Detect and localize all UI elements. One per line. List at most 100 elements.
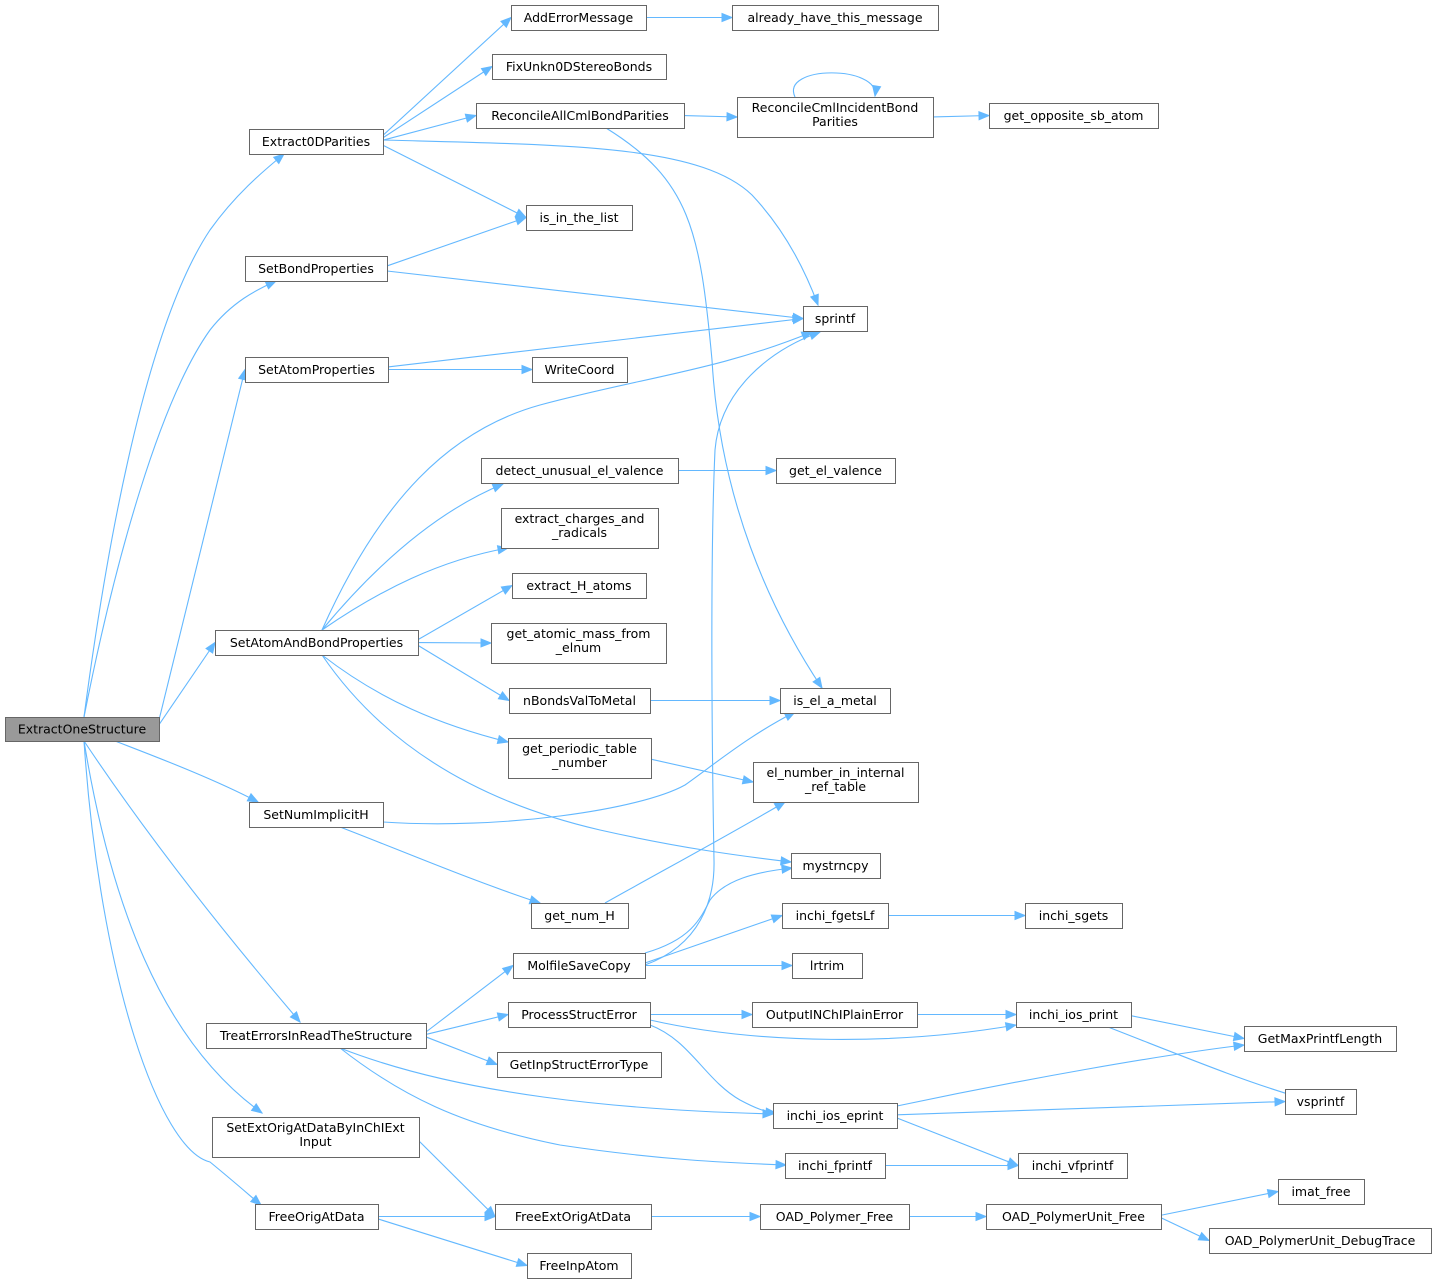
edge-extract-one-structure-to-set-atom-and-bond-properties (158, 641, 216, 725)
node-box (782, 903, 889, 929)
edge-line (83, 153, 285, 718)
node-already-have-this-message[interactable]: already_have_this_message (732, 5, 939, 31)
node-is-el-a-metal[interactable]: is_el_a_metal (780, 688, 891, 714)
node-box (501, 508, 659, 549)
node-n-bonds-val-to-metal[interactable]: nBondsValToMetal (509, 688, 651, 714)
node-extract0-dparities[interactable]: Extract0DParities (249, 129, 384, 155)
node-inchi-fprintf[interactable]: inchi_fprintf (785, 1153, 886, 1179)
node-get-atomic-mass-from-elnum[interactable]: get_atomic_mass_from_elnum (491, 623, 667, 664)
edge-reconcile-all-cml-bond-parities-to-is-el-a-metal (605, 127, 823, 690)
node-process-struct-error[interactable]: ProcessStructError (508, 1002, 651, 1028)
arrowhead-icon (496, 1012, 510, 1022)
node-box (509, 688, 651, 714)
node-el-number-in-internal-ref-table[interactable]: el_number_in_internal_ref_table (753, 762, 919, 803)
node-inchi-sgets[interactable]: inchi_sgets (1025, 903, 1123, 929)
node-oad-polymer-unit-debug-trace[interactable]: OAD_PolymerUnit_DebugTrace (1209, 1228, 1432, 1254)
node-inchi-fgets-lf[interactable]: inchi_fgetsLf (782, 903, 889, 929)
node-oad-polymer-free[interactable]: OAD_Polymer_Free (760, 1204, 910, 1230)
node-box (495, 1204, 652, 1230)
edge-extract-one-structure-to-set-bond-properties (83, 280, 278, 718)
node-get-max-printf-length[interactable]: GetMaxPrintfLength (1244, 1026, 1397, 1052)
arrowhead-icon (809, 293, 819, 307)
edge-free-orig-at-data-to-free-inp-atom (377, 1218, 529, 1267)
edge-line (1107, 1026, 1299, 1098)
edge-reconcile-all-cml-bond-parities-to-reconcile-cml-incident-bond-parities (683, 111, 739, 122)
edge-line (418, 1140, 496, 1217)
edge-line (321, 654, 509, 743)
node-box (791, 853, 881, 879)
node-set-bond-properties[interactable]: SetBondProperties (245, 256, 388, 282)
node-box (249, 802, 384, 828)
node-get-opposite-sb-atom[interactable]: get_opposite_sb_atom (989, 103, 1159, 129)
node-detect-unusual-el-valence[interactable]: detect_unusual_el_valence (481, 458, 679, 484)
node-label: ProcessStructError (521, 1007, 637, 1022)
arrowhead-icon (250, 1103, 264, 1114)
node-treat-errors-in-read-the-structure[interactable]: TreatErrorsInReadTheStructure (206, 1023, 427, 1049)
arrowhead-icon (485, 1056, 499, 1066)
arrowhead-icon (1197, 1231, 1211, 1242)
node-oad-polymer-unit-free[interactable]: OAD_PolymerUnit_Free (986, 1204, 1162, 1230)
edge-line (382, 144, 527, 218)
node-is-in-the-list[interactable]: is_in_the_list (526, 205, 633, 231)
node-extract-charges-and-radicals[interactable]: extract_charges_and_radicals (501, 508, 659, 549)
edge-free-orig-at-data-to-free-ext-orig-at-data (378, 1211, 497, 1222)
arrowhead-icon (500, 16, 512, 29)
node-inchi-ios-print[interactable]: inchi_ios_print (1016, 1002, 1132, 1028)
edge-line (382, 139, 819, 306)
arrowhead-icon (264, 280, 278, 290)
edge-oad-polymer-unit-free-to-imat-free (1160, 1188, 1280, 1216)
node-get-num-h[interactable]: get_num_H (531, 903, 629, 929)
node-output-inch-iplain-error[interactable]: OutputINChIPlainError (752, 1002, 918, 1028)
arrowhead-icon (726, 111, 739, 122)
edge-inchi-fgets-lf-to-inchi-sgets (888, 910, 1027, 921)
edge-line (649, 1019, 1017, 1040)
node-add-error-message[interactable]: AddErrorMessage (511, 5, 647, 31)
node-get-inp-struct-error-type[interactable]: GetInpStructErrorType (497, 1052, 662, 1078)
node-mystrncpy[interactable]: mystrncpy (791, 853, 881, 879)
arrowhead-icon (812, 676, 823, 690)
edge-inchi-ios-eprint-to-get-max-printf-length (896, 1041, 1246, 1107)
node-box (803, 306, 868, 332)
edge-line (382, 114, 477, 141)
node-vsprintf[interactable]: vsprintf (1285, 1089, 1357, 1115)
node-label: inchi_fgetsLf (796, 908, 875, 923)
node-sprintf[interactable]: sprintf (803, 306, 868, 332)
node-fix-unkn0-dstereo-bonds[interactable]: FixUnkn0DStereoBonds (492, 54, 667, 80)
node-molfile-save-copy[interactable]: MolfileSaveCopy (513, 953, 646, 979)
edge-set-atom-and-bond-properties-to-extract-charges-and-radicals (321, 545, 510, 631)
node-lrtrim[interactable]: lrtrim (792, 953, 863, 979)
node-free-ext-orig-at-data[interactable]: FreeExtOrigAtData (495, 1204, 652, 1230)
node-free-inp-atom[interactable]: FreeInpAtom (527, 1253, 632, 1279)
node-extract-one-structure[interactable]: ExtractOneStructure (5, 717, 160, 742)
node-label: get_el_valence (789, 463, 882, 478)
node-get-periodic-table-number[interactable]: get_periodic_table_number (508, 738, 652, 779)
arrowhead-icon (521, 364, 534, 375)
edge-line (417, 585, 513, 641)
node-set-atom-properties[interactable]: SetAtomProperties (245, 357, 389, 383)
edge-inchi-ios-eprint-to-vsprintf (896, 1097, 1287, 1116)
node-label: AddErrorMessage (524, 10, 634, 25)
node-label: lrtrim (810, 958, 844, 973)
node-box (527, 1253, 632, 1279)
node-set-atom-and-bond-properties[interactable]: SetAtomAndBondProperties (215, 630, 419, 656)
node-inchi-ios-eprint[interactable]: inchi_ios_eprint (773, 1103, 898, 1129)
node-reconcile-all-cml-bond-parities[interactable]: ReconcileAllCmlBondParities (476, 103, 685, 129)
node-imat-free[interactable]: imat_free (1278, 1179, 1365, 1205)
edge-extract0-dparities-to-is-in-the-list (382, 144, 528, 219)
edge-line (386, 216, 527, 267)
node-label: OAD_PolymerUnit_DebugTrace (1225, 1233, 1416, 1248)
arrowhead-icon (515, 1257, 529, 1267)
node-inchi-vfprintf[interactable]: inchi_vfprintf (1018, 1153, 1128, 1179)
node-box (753, 762, 919, 803)
node-set-num-implicit-h[interactable]: SetNumImplicitH (249, 802, 384, 828)
node-free-orig-at-data[interactable]: FreeOrigAtData (255, 1204, 379, 1230)
arrowhead-icon (464, 113, 478, 123)
node-label: WriteCoord (545, 362, 615, 377)
edge-set-atom-and-bond-properties-to-sprintf (321, 331, 814, 631)
node-get-el-valence[interactable]: get_el_valence (776, 458, 896, 484)
node-extract-h-atoms[interactable]: extract_H_atoms (512, 573, 647, 599)
node-write-coord[interactable]: WriteCoord (532, 357, 628, 383)
node-label: Extract0DParities (262, 134, 370, 149)
